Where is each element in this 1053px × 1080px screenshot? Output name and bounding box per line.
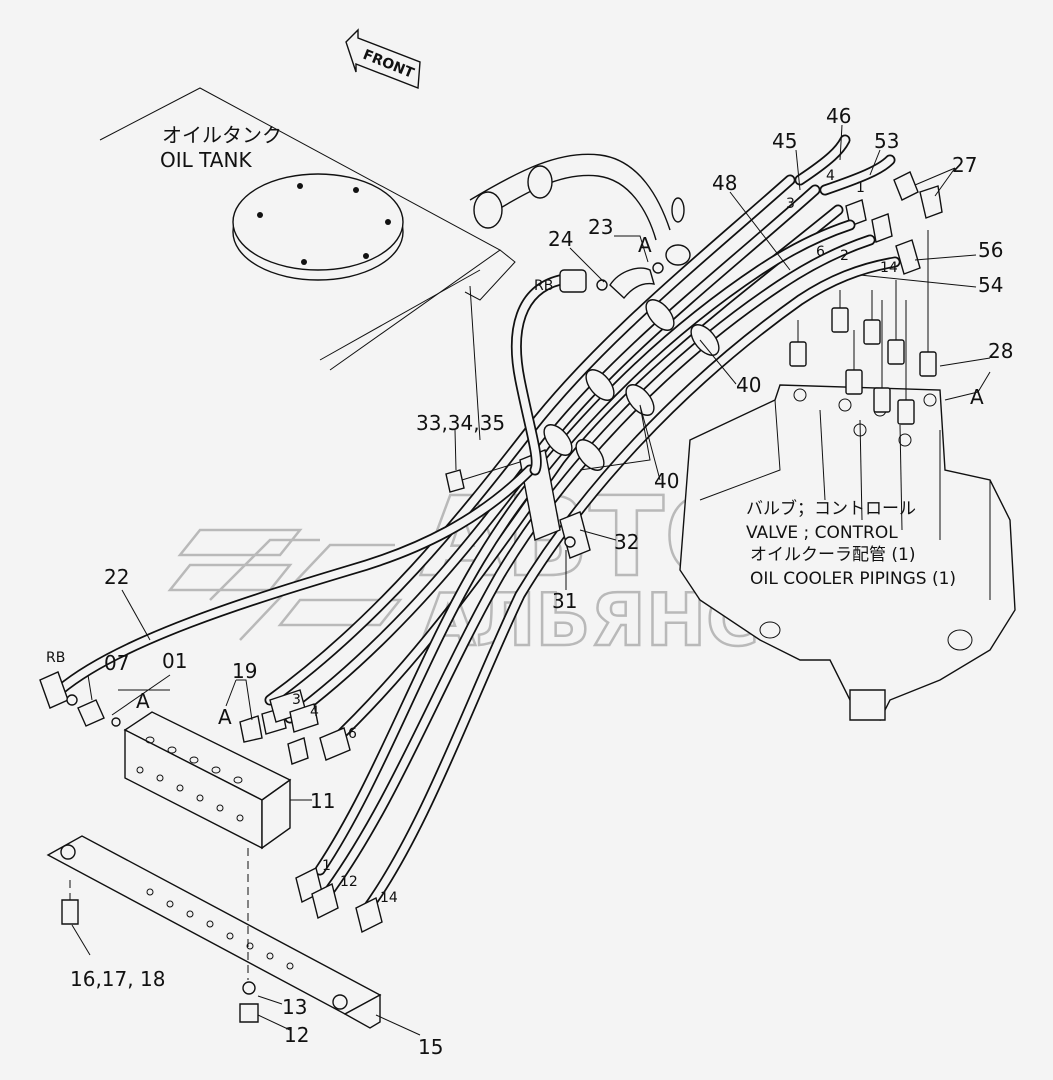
callout-32: 32 — [614, 530, 639, 554]
marker-rb-top: RB — [534, 278, 553, 294]
callout-56: 56 — [978, 238, 1003, 262]
callout-40-upper: 40 — [736, 373, 761, 397]
manifold-block — [66, 689, 383, 934]
bolt-33 — [445, 461, 521, 493]
marker-a-top: A — [638, 233, 652, 257]
callout-16-17-18: 16,17, 18 — [70, 967, 165, 991]
callout-31: 31 — [552, 589, 577, 613]
markers: RB RB A A A A 3 4 6 12 14 1 3 4 1 6 2 14 — [46, 168, 984, 906]
callout-22: 22 — [104, 565, 129, 589]
control-valve — [679, 384, 1016, 722]
callout-33-34-35: 33,34,35 — [416, 411, 505, 435]
marker-valve-4: 4 — [826, 168, 835, 184]
oil-tank-label-jp: オイルタンク — [162, 123, 282, 147]
marker-a-19: A — [218, 705, 232, 729]
callout-28: 28 — [988, 339, 1013, 363]
marker-hose-6: 6 — [348, 726, 357, 742]
callout-24: 24 — [548, 227, 573, 251]
callout-40-lower: 40 — [654, 469, 679, 493]
marker-hose-12: 12 — [340, 874, 358, 890]
marker-valve-14: 14 — [880, 260, 898, 276]
callout-01: 01 — [162, 649, 187, 673]
valve-note-jp2: オイルクーラ配管 (1) — [750, 545, 915, 565]
callout-23: 23 — [588, 215, 613, 239]
callout-13: 13 — [282, 995, 307, 1019]
marker-a-manifold: A — [136, 689, 150, 713]
callout-27: 27 — [952, 153, 977, 177]
marker-valve-6: 6 — [816, 244, 825, 260]
callout-45: 45 — [772, 129, 797, 153]
valve-note-en2: OIL COOLER PIPINGS (1) — [750, 569, 956, 589]
callout-11: 11 — [310, 789, 335, 813]
valve-note-jp1: バルブ；コントロール — [746, 498, 916, 519]
bracket-15 — [46, 835, 382, 1029]
callout-46: 46 — [826, 104, 851, 128]
front-arrow: FRONT — [345, 28, 421, 89]
callout-48: 48 — [712, 171, 737, 195]
marker-rb-left: RB — [46, 650, 65, 666]
suction-pipe — [469, 153, 691, 266]
valve-note: バルブ；コントロール VALVE ; CONTROL オイルクーラ配管 (1) … — [746, 498, 956, 589]
marker-hose-1: 1 — [322, 858, 331, 874]
callout-12: 12 — [284, 1023, 309, 1047]
marker-a-right: A — [970, 385, 984, 409]
callout-53: 53 — [874, 129, 899, 153]
callouts: 45 46 53 27 48 24 23 56 54 28 40 40 33,3… — [70, 104, 1013, 1059]
return-hose-22 — [39, 262, 664, 709]
callout-15: 15 — [418, 1035, 443, 1059]
marker-valve-3: 3 — [786, 196, 795, 212]
marker-hose-4: 4 — [310, 704, 319, 720]
marker-hose-14: 14 — [380, 890, 398, 906]
marker-valve-1: 1 — [856, 180, 865, 196]
marker-valve-2: 2 — [840, 248, 849, 264]
callout-19: 19 — [232, 659, 257, 683]
oil-tank: オイルタンク OIL TANK — [99, 87, 516, 441]
valve-note-en1: VALVE ; CONTROL — [746, 523, 898, 543]
callout-54: 54 — [978, 273, 1003, 297]
marker-hose-3: 3 — [292, 692, 301, 708]
watermark-logo-stripes — [167, 528, 403, 641]
leader-lines — [71, 124, 991, 1036]
oil-tank-label-en: OIL TANK — [160, 148, 252, 172]
callout-07: 07 — [104, 651, 129, 675]
